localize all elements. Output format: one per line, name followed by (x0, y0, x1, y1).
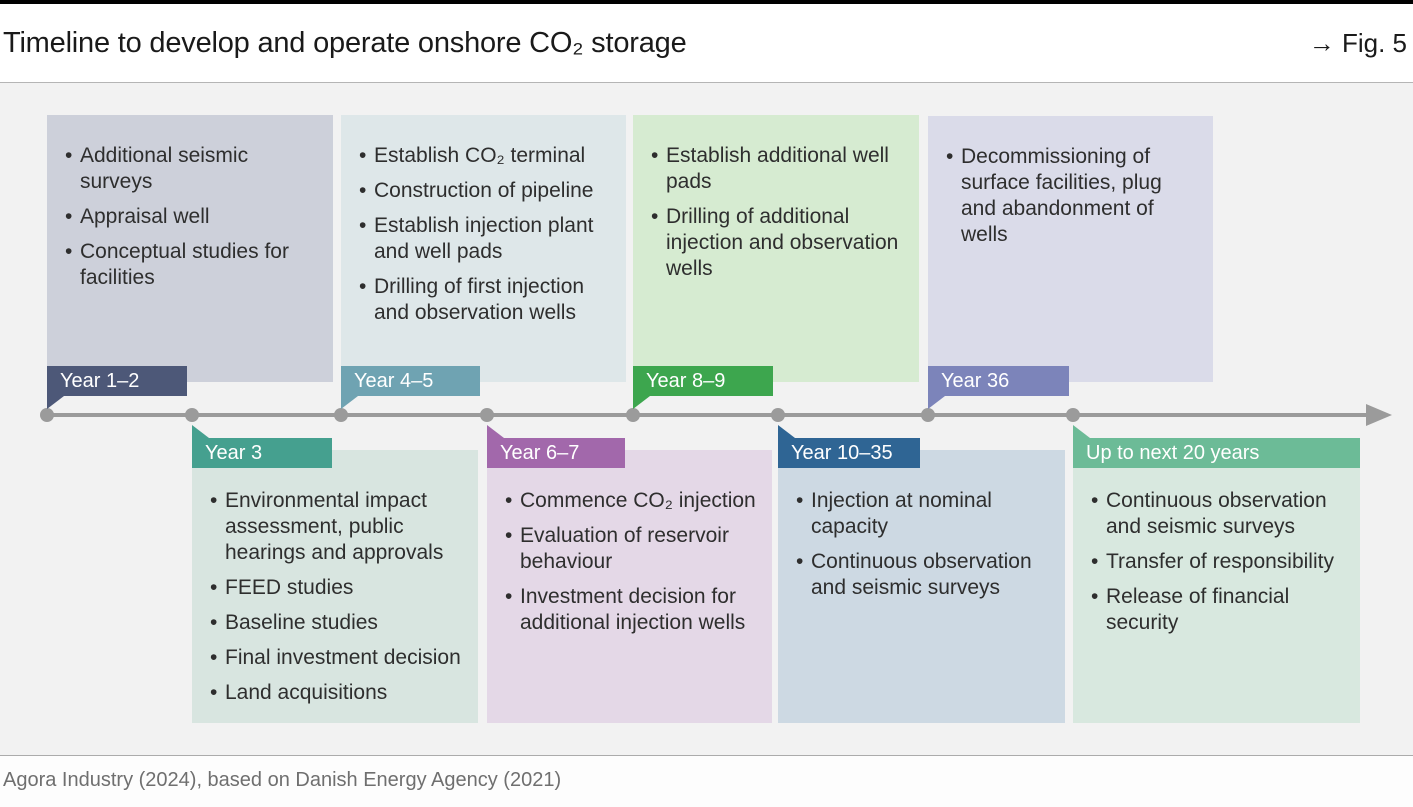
phase-label-year-3: Year 3 (192, 438, 332, 468)
bullet-item: Conceptual studies for facilities (65, 239, 321, 291)
bullet-item: Appraisal well (65, 204, 321, 230)
phase-label-year-1-2: Year 1–2 (47, 366, 187, 396)
bullet-item: Construction of pipeline (359, 178, 614, 204)
phase-bullet-list: Additional seismic surveysAppraisal well… (47, 115, 333, 291)
bullet-item: Final investment decision (210, 645, 466, 671)
bullet-item: Continuous observation and seismic surve… (796, 549, 1053, 601)
bullet-item: Investment decision for additional injec… (505, 584, 760, 636)
phase-bullet-list: Continuous observation and seismic surve… (1073, 450, 1360, 636)
bullet-item: Establish injection plant and well pads (359, 213, 614, 265)
phase-box-year-36: Decommissioning of surface facilities, p… (928, 116, 1213, 382)
figure-title: Timeline to develop and operate onshore … (3, 26, 687, 59)
bullet-item: Additional seismic surveys (65, 143, 321, 195)
phase-bullet-list: Commence CO₂ injectionEvaluation of rese… (487, 450, 772, 636)
phase-label-tail (341, 396, 358, 409)
top-border (0, 0, 1413, 4)
phase-box-year-10-35: Injection at nominal capacityContinuous … (778, 450, 1065, 723)
phase-box-year-3: Environmental impact assessment, public … (192, 450, 478, 723)
bullet-item: Evaluation of reservoir behaviour (505, 523, 760, 575)
phase-box-year-8-9: Establish additional well padsDrilling o… (633, 115, 919, 382)
bullet-item: Establish CO₂ terminal (359, 143, 614, 169)
phase-box-year-6-7: Commence CO₂ injectionEvaluation of rese… (487, 450, 772, 723)
timeline-dot (771, 408, 785, 422)
bullet-item: Environmental impact assessment, public … (210, 488, 466, 566)
phase-label-tail (47, 396, 64, 409)
phase-label-year-6-7: Year 6–7 (487, 438, 625, 468)
bullet-item: Commence CO₂ injection (505, 488, 760, 514)
bullet-item: Release of financial security (1091, 584, 1348, 636)
phase-label-next-20-years: Up to next 20 years (1073, 438, 1360, 468)
timeline-dot (626, 408, 640, 422)
timeline-dot (185, 408, 199, 422)
phase-box-next-20-years: Continuous observation and seismic surve… (1073, 450, 1360, 723)
phase-bullet-list: Injection at nominal capacityContinuous … (778, 450, 1065, 601)
phase-bullet-list: Decommissioning of surface facilities, p… (928, 116, 1213, 248)
figure-header: Timeline to develop and operate onshore … (0, 4, 1413, 83)
bullet-item: Drilling of first injection and observat… (359, 274, 614, 326)
bullet-item: Transfer of responsibility (1091, 549, 1348, 575)
timeline-arrowhead-icon (1366, 404, 1392, 426)
bullet-item: Baseline studies (210, 610, 466, 636)
phase-label-year-36: Year 36 (928, 366, 1069, 396)
bullet-item: Land acquisitions (210, 680, 466, 706)
phase-box-year-4-5: Establish CO₂ terminalConstruction of pi… (341, 115, 626, 382)
phase-box-year-1-2: Additional seismic surveysAppraisal well… (47, 115, 333, 382)
phase-label-tail (192, 425, 209, 438)
phase-bullet-list: Establish additional well padsDrilling o… (633, 115, 919, 282)
timeline-dot (480, 408, 494, 422)
phase-bullet-list: Environmental impact assessment, public … (192, 450, 478, 706)
timeline-axis (47, 413, 1372, 417)
bullet-item: Injection at nominal capacity (796, 488, 1053, 540)
timeline-dot (921, 408, 935, 422)
source-attribution: Agora Industry (2024), based on Danish E… (3, 769, 562, 791)
bullet-item: Decommissioning of surface facilities, p… (946, 144, 1201, 248)
phase-label-tail (928, 396, 945, 409)
bullet-item: FEED studies (210, 575, 466, 601)
bullet-item: Drilling of additional injection and obs… (651, 204, 907, 282)
phase-label-tail (778, 425, 795, 438)
phase-label-year-10-35: Year 10–35 (778, 438, 920, 468)
phase-label-tail (633, 396, 650, 409)
timeline-dot (1066, 408, 1080, 422)
phase-label-year-4-5: Year 4–5 (341, 366, 480, 396)
figure-number: → Fig. 5 (1308, 27, 1407, 58)
bullet-item: Establish additional well pads (651, 143, 907, 195)
figure-footer: Agora Industry (2024), based on Danish E… (0, 755, 1413, 807)
phase-label-year-8-9: Year 8–9 (633, 366, 773, 396)
timeline-dot (334, 408, 348, 422)
bullet-item: Continuous observation and seismic surve… (1091, 488, 1348, 540)
phase-label-tail (1073, 425, 1090, 438)
timeline-dot (40, 408, 54, 422)
phase-bullet-list: Establish CO₂ terminalConstruction of pi… (341, 115, 626, 326)
phase-label-tail (487, 425, 504, 438)
